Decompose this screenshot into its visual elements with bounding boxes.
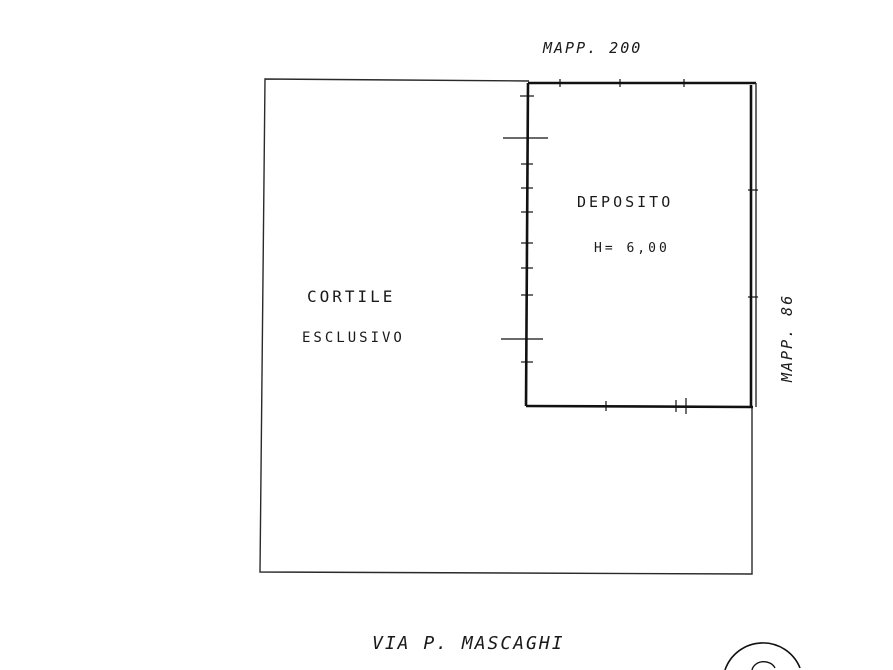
- label-street: VIA P. MASCAGHI: [372, 633, 565, 654]
- label-mapp-86: MAPP. 86: [778, 294, 796, 383]
- east-wall-ticks: [748, 189, 758, 298]
- south-wall-ticks: [605, 398, 687, 414]
- deposito-building: [524, 81, 757, 409]
- label-cortile: CORTILE: [307, 287, 395, 306]
- deposito-wall-south: [525, 404, 754, 409]
- label-esclusivo: ESCLUSIVO: [302, 330, 405, 346]
- compass-icon: [724, 642, 801, 670]
- deposito-wall-west: [524, 82, 530, 407]
- compass-inner-icon: [751, 660, 776, 670]
- north-wall-ticks: [559, 79, 685, 87]
- label-deposito: DEPOSITO: [577, 193, 673, 211]
- courtyard-boundary: [259, 78, 753, 575]
- west-wall-ticks: [501, 95, 548, 363]
- label-height: H= 6,00: [594, 241, 670, 256]
- label-mapp-200: MAPP. 200: [542, 39, 642, 57]
